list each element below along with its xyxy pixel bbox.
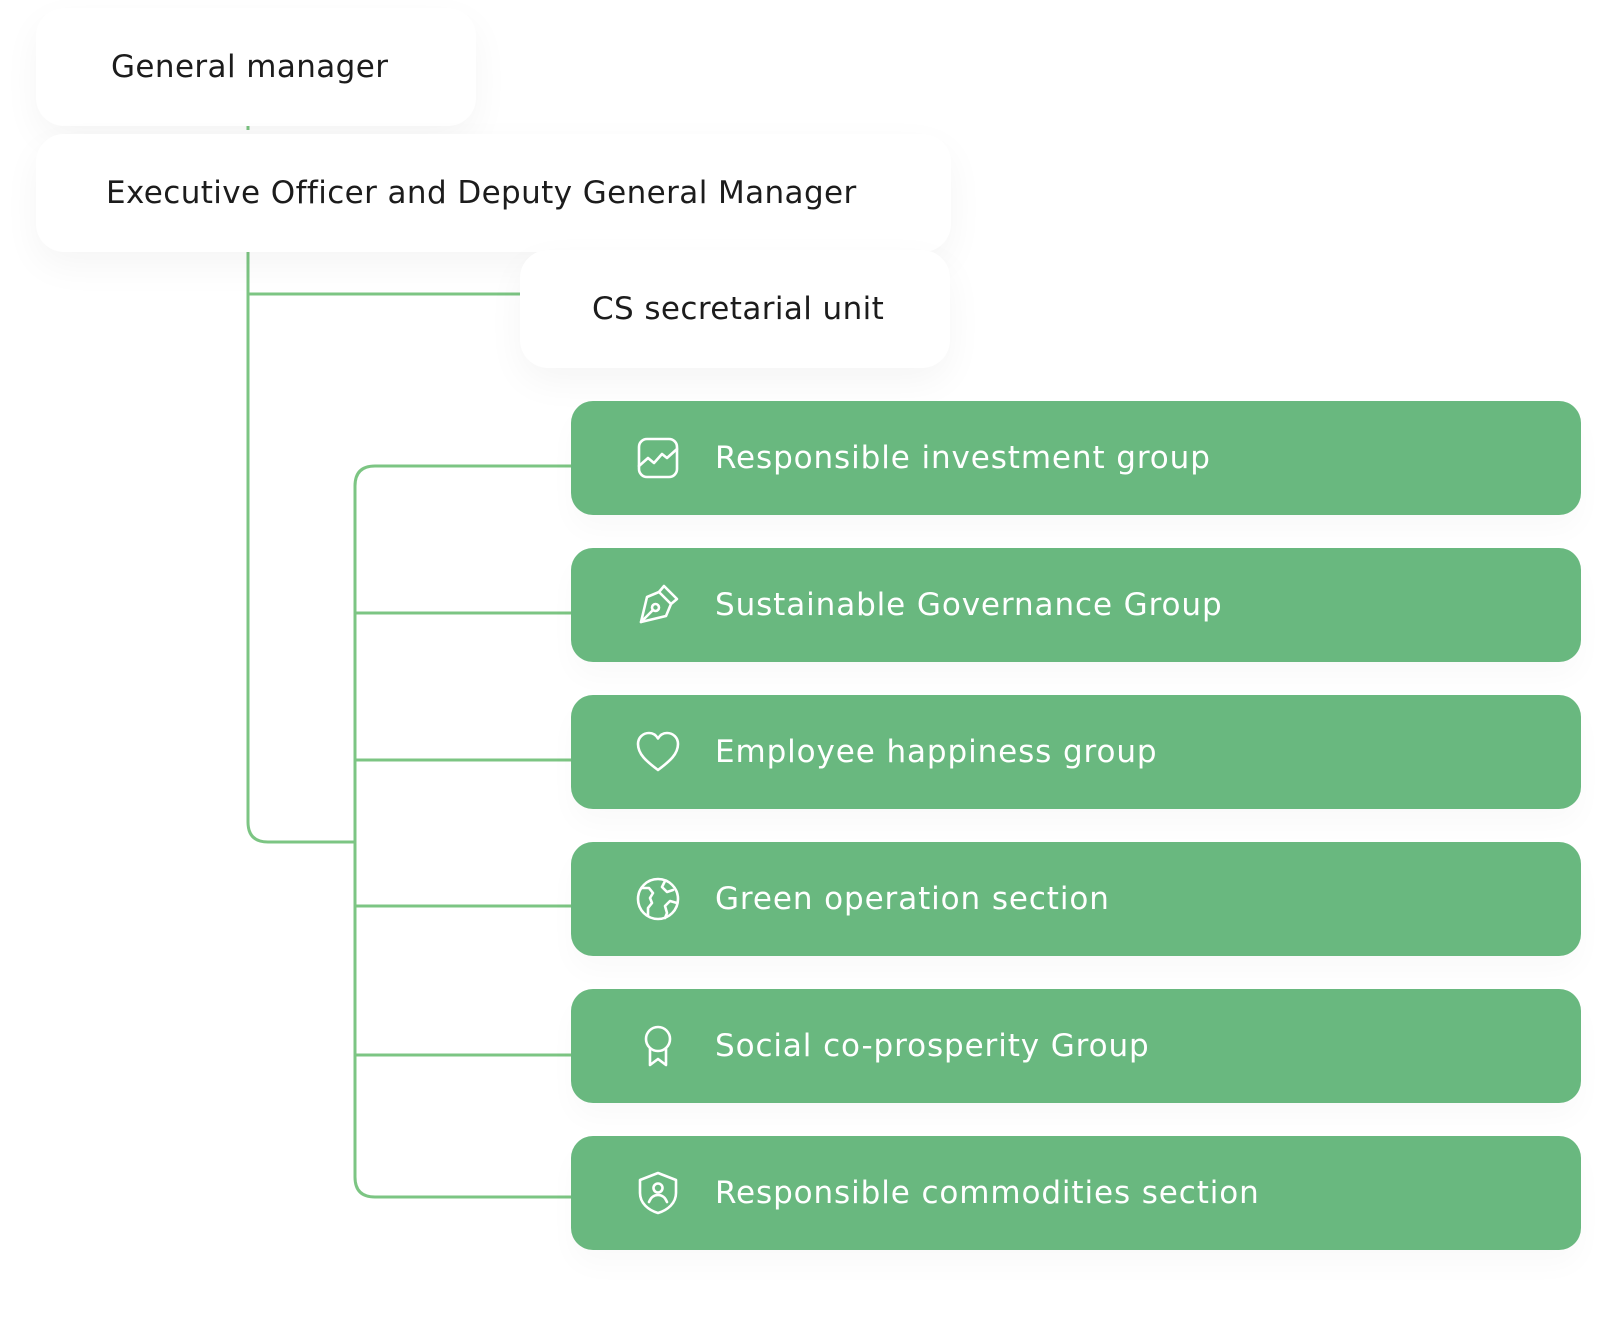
cs-secretarial-unit-label: CS secretarial unit [592, 291, 885, 327]
group-sustainable-governance: Sustainable Governance Group [571, 548, 1581, 662]
group-green-operation: Green operation section [571, 842, 1581, 956]
connector-groups-trunk [353, 464, 571, 1199]
heart-icon [634, 728, 682, 776]
group-social-co-prosperity: Social co-prosperity Group [571, 989, 1581, 1103]
group-label: Social co-prosperity Group [715, 1028, 1150, 1064]
award-ribbon-icon [634, 1022, 682, 1070]
executive-officer-node: Executive Officer and Deputy General Man… [36, 134, 951, 252]
general-manager-label: General manager [111, 49, 389, 85]
group-list: Responsible investment group Sustainable… [571, 401, 1581, 1283]
group-responsible-commodities: Responsible commodities section [571, 1136, 1581, 1250]
globe-icon [634, 875, 682, 923]
shield-user-icon [634, 1169, 682, 1217]
group-label: Sustainable Governance Group [715, 587, 1223, 623]
group-employee-happiness: Employee happiness group [571, 695, 1581, 809]
group-label: Responsible commodities section [715, 1175, 1260, 1211]
connector-exec-trunk [246, 221, 355, 844]
group-label: Green operation section [715, 881, 1110, 917]
group-label: Employee happiness group [715, 734, 1158, 770]
chart-icon [634, 434, 682, 482]
general-manager-node: General manager [36, 8, 476, 126]
pen-nib-icon [634, 581, 682, 629]
executive-officer-label: Executive Officer and Deputy General Man… [106, 175, 857, 211]
group-label: Responsible investment group [715, 440, 1211, 476]
group-responsible-investment: Responsible investment group [571, 401, 1581, 515]
cs-secretarial-unit-node: CS secretarial unit [520, 250, 950, 368]
